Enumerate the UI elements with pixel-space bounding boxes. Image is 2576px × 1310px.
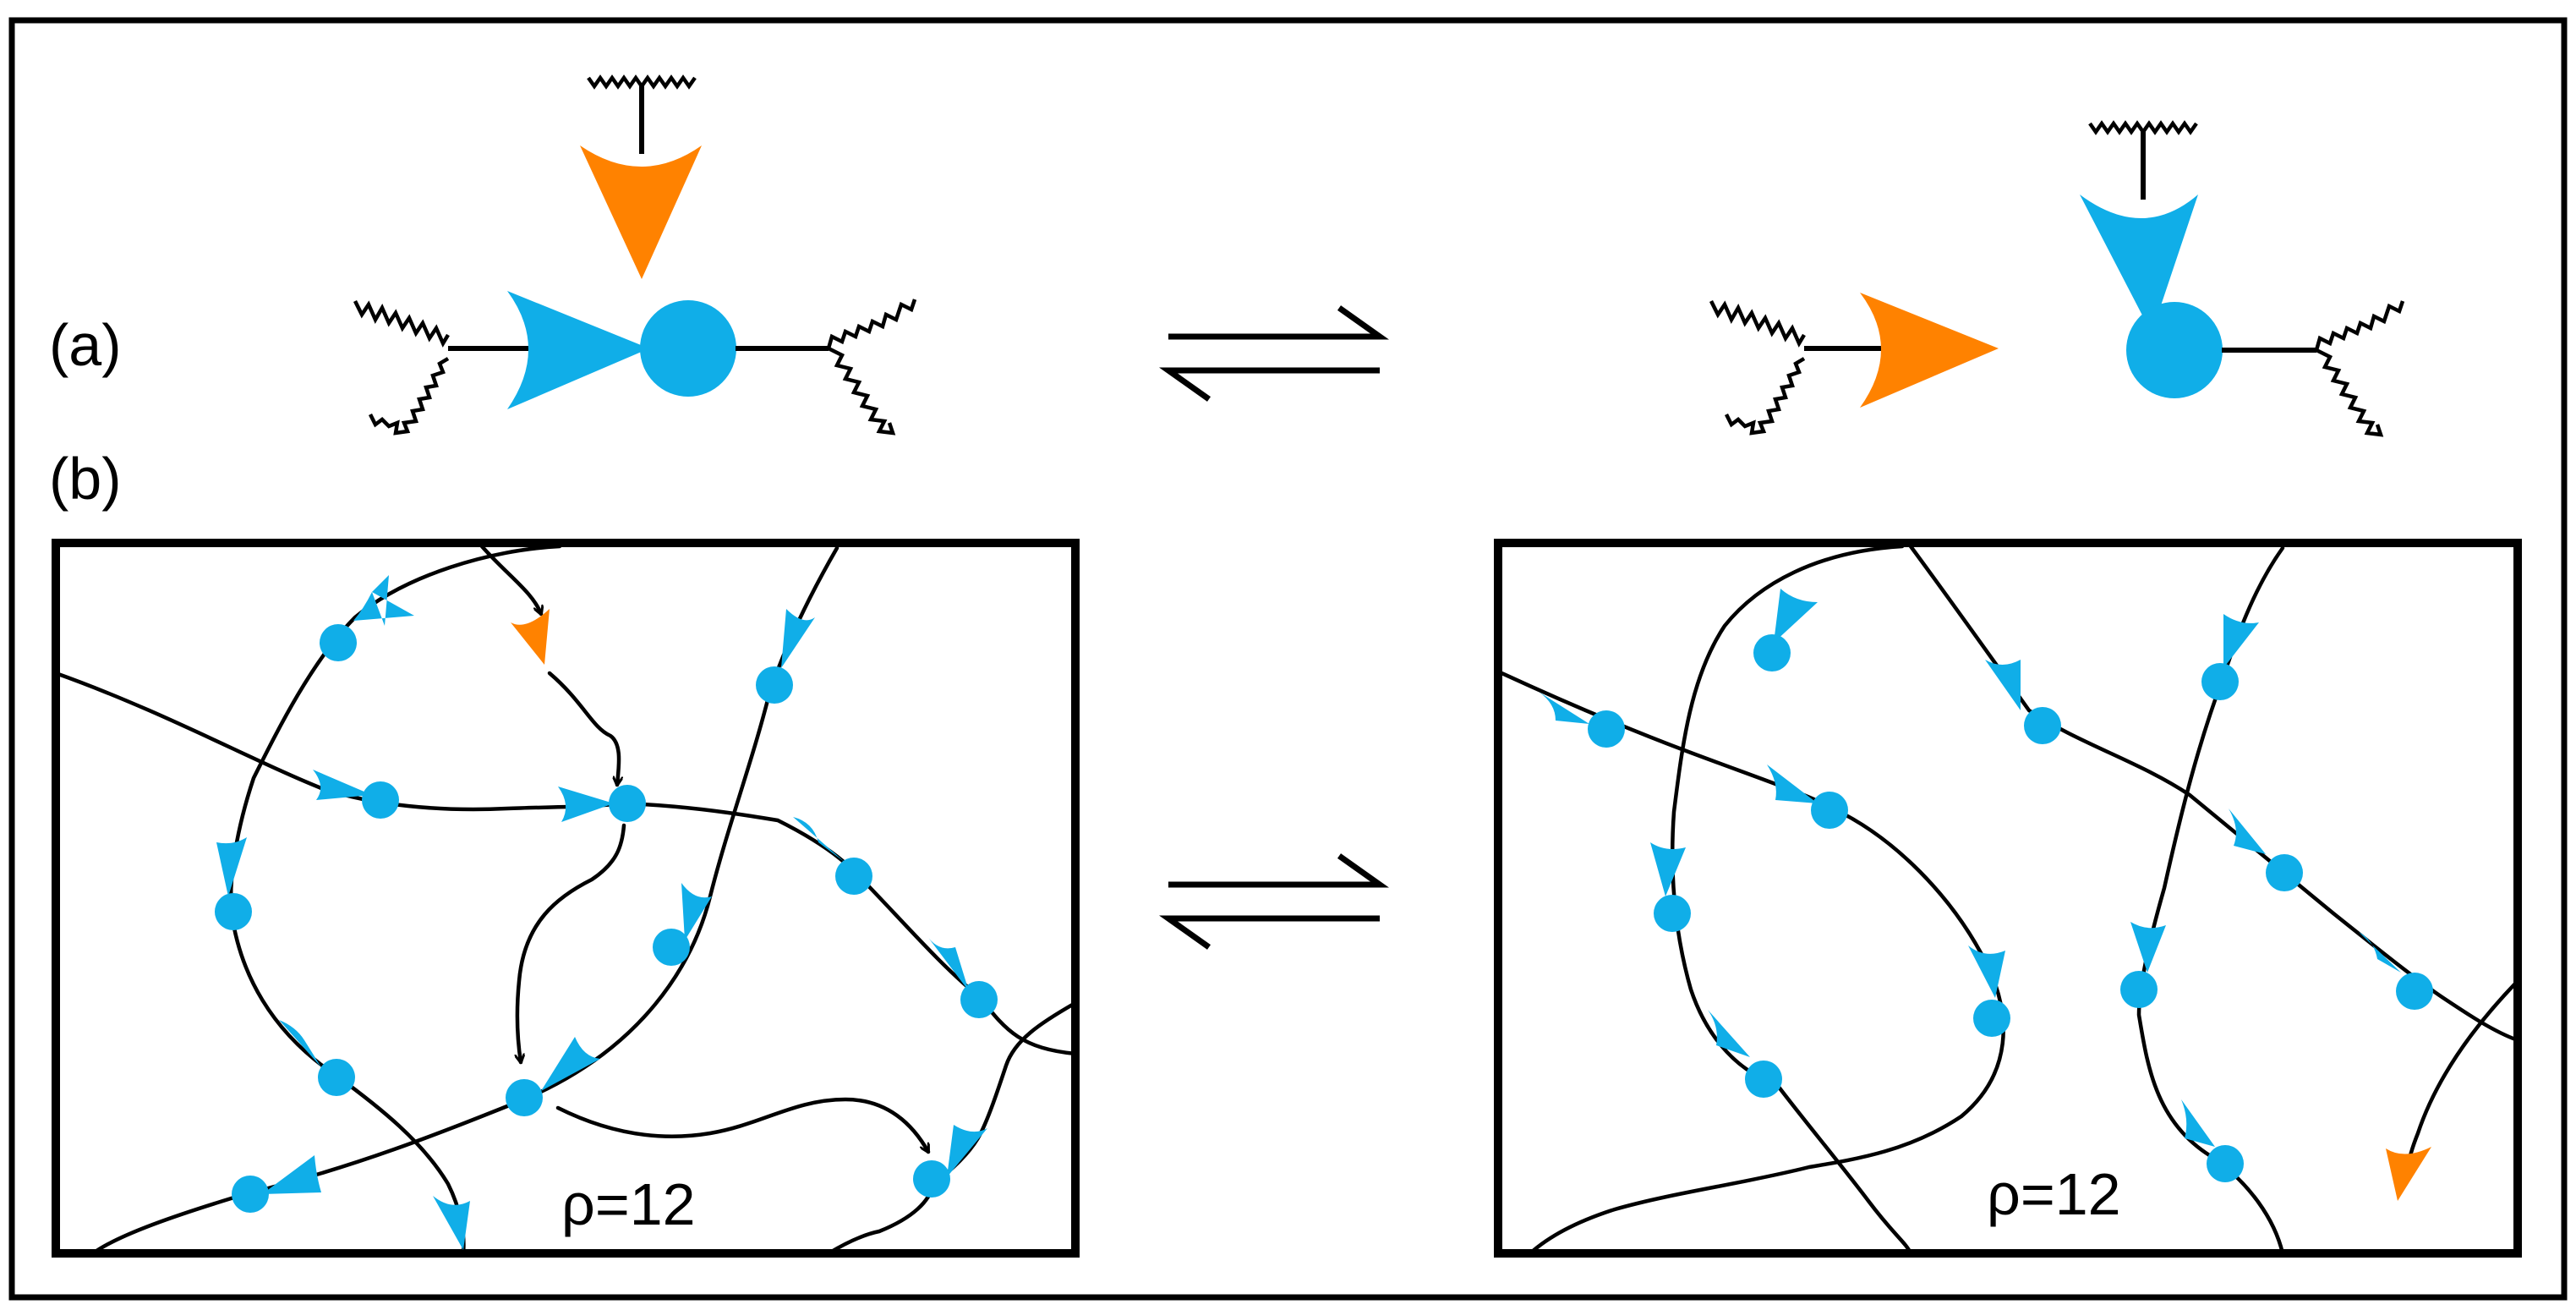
bead-group-right [1539,589,2433,1182]
spring-right-upper-a [826,299,917,349]
blue-bead [2201,663,2239,700]
blue-sticker [541,1037,600,1091]
blue-bead [232,1176,269,1213]
right-network-box [1494,539,2522,1258]
blue-sticker [313,770,372,800]
blue-sticker-left [507,291,649,409]
right-rho-label: ρ=12 [1987,1161,2121,1227]
blue-bead [2120,971,2158,1008]
spring-right-upper-b [2314,300,2405,351]
panel-a-left-state [353,74,917,436]
blue-sticker [262,1155,321,1194]
blue-sticker [1774,589,1818,643]
blue-sticker [2359,932,2401,973]
blue-bead [2024,707,2061,744]
blue-sticker [1539,692,1589,724]
blue-bead [215,893,252,930]
blue-bead [2207,1145,2244,1182]
blue-bead [756,666,793,704]
hop-arrow-1 [479,544,541,614]
spring-left-upper [353,299,450,348]
reversible-reaction-arrows-icon [1159,305,1389,402]
blue-bead [1811,792,1848,829]
spring-left-lower [368,357,450,436]
blue-bead [609,785,646,822]
blue-sticker [353,575,414,626]
blue-sticker [2130,922,2166,973]
blue-sticker [558,787,614,822]
blue-sticker-free [433,1196,470,1250]
blue-sticker [1708,1010,1750,1057]
orange-free-sticker-right [2386,1147,2431,1201]
blue-bead [1588,710,1625,748]
spring-right-lower-a [827,346,896,436]
blue-bead [960,981,998,1018]
blue-sticker [681,883,712,940]
blue-sticker [793,817,845,863]
hop-arrow-3 [517,823,626,1062]
blue-sticker [1650,842,1686,896]
blue-bead [320,624,357,661]
blue-bead [653,929,690,966]
blue-sticker [1968,946,2005,998]
spring-right-left-upper [1709,299,1806,348]
blue-bead [1745,1061,1782,1098]
blue-sticker [2229,808,2266,854]
orange-free-sticker-left [511,609,550,665]
blue-sticker [216,837,247,896]
spring-right-left-lower [1724,357,1806,436]
left-rho-label: ρ=12 [561,1171,696,1237]
blue-bead-left [640,300,736,397]
left-network-box [52,539,1080,1258]
spring-right-lower-b [2315,348,2384,437]
blue-bead [506,1079,543,1116]
bead-group-left [215,575,998,1250]
orange-sticker-right [1860,293,1999,408]
blue-bead [913,1160,950,1198]
orange-sticker-top-left [580,145,702,279]
blue-bead [1973,1000,2010,1037]
panel-b-left-network: ρ=12 [52,539,1080,1258]
blue-sticker [781,609,815,668]
blue-bead [1753,634,1791,671]
blue-sticker [1767,765,1818,803]
blue-sticker-top-right [2080,195,2198,333]
blue-sticker [947,1125,987,1177]
hop-arrow-4 [555,1097,931,1152]
blue-bead [318,1059,355,1096]
reversible-reaction-arrows-icon-b [1159,853,1389,950]
blue-sticker [927,935,969,991]
panel-a-right-state [1709,120,2405,437]
blue-bead [362,781,399,819]
blue-bead [2266,854,2303,891]
blue-bead [2396,973,2433,1010]
hop-arrow-2 [547,671,619,785]
outer-frame [8,17,2568,1301]
blue-sticker [279,1020,321,1067]
panel-b-right-network: ρ=12 [1494,539,2522,1258]
blue-bead [1654,895,1691,932]
blue-sticker [2181,1099,2215,1147]
blue-sticker [2223,614,2259,668]
blue-bead-right [2126,302,2223,398]
panel-a-label: (a) [49,312,122,378]
blue-sticker [1985,660,2021,710]
blue-bead [835,858,872,895]
panel-b-label: (b) [49,446,122,512]
